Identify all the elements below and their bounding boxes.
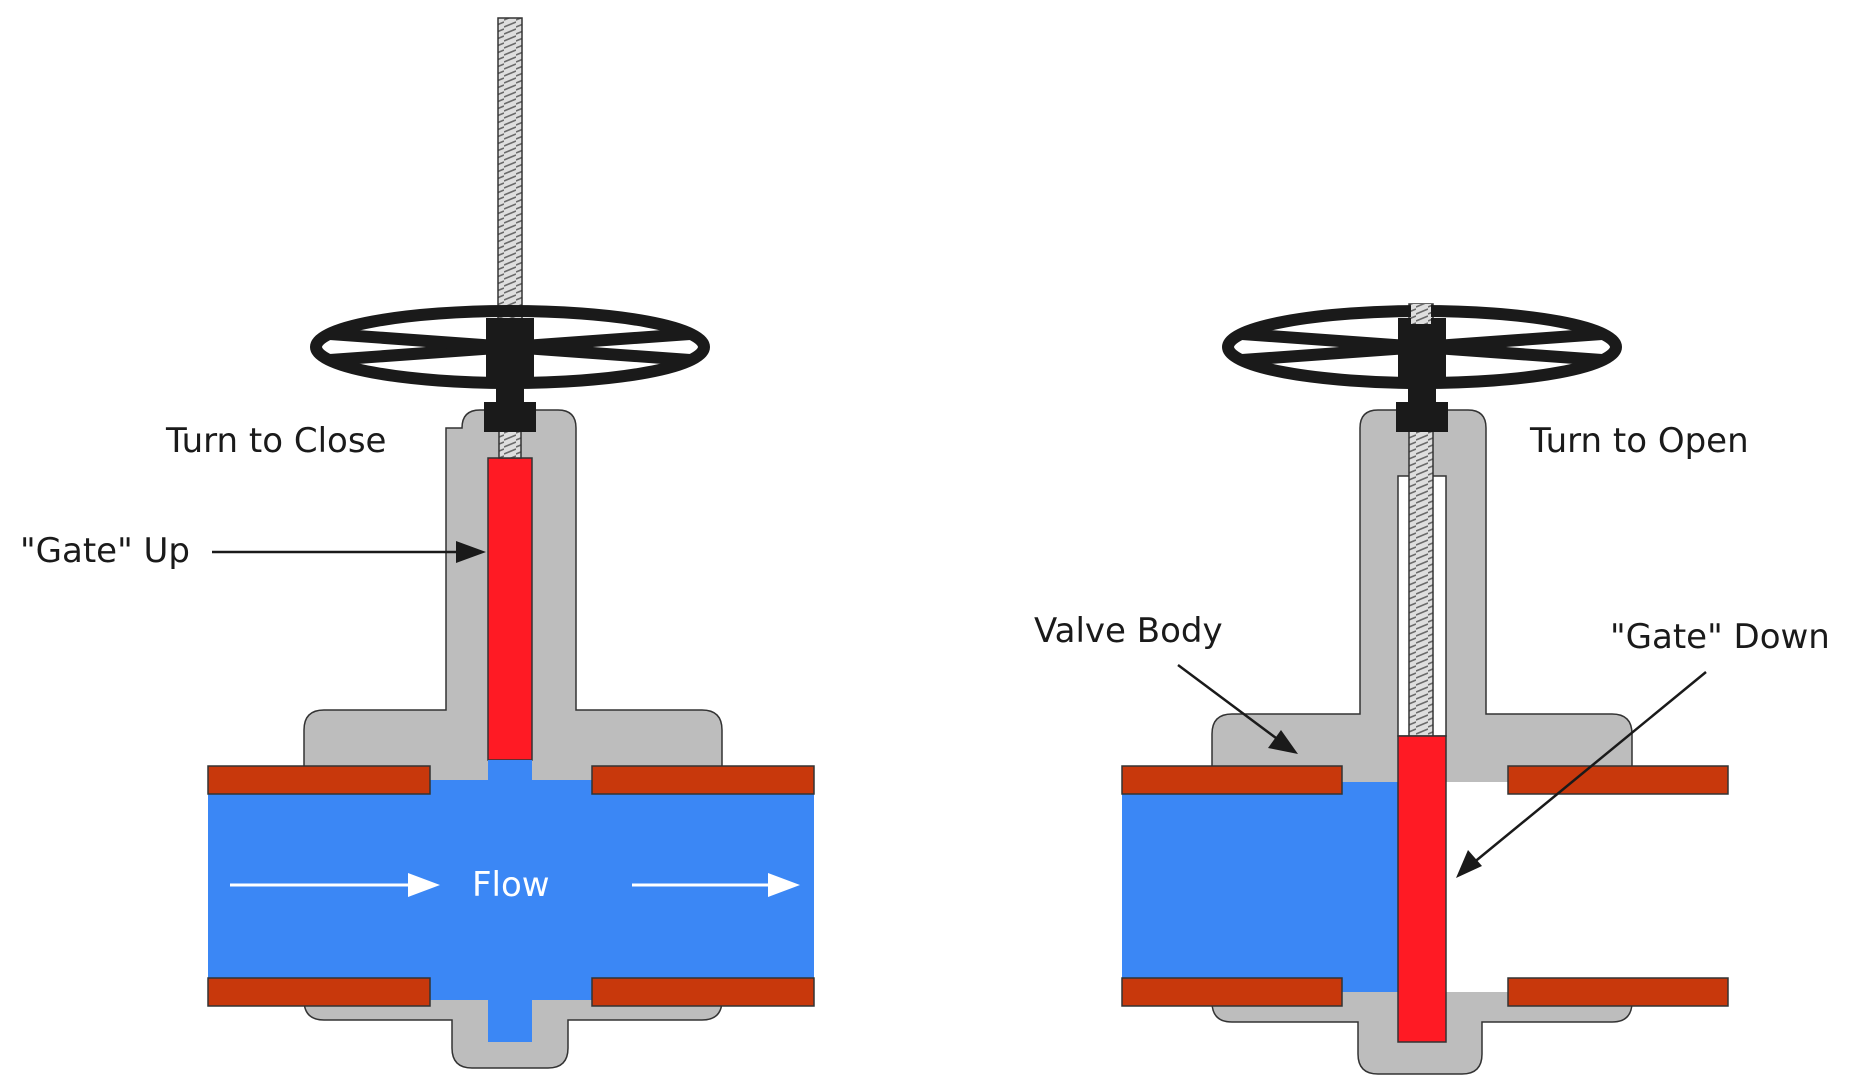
right-valve-closed: Turn to Open Valve Body "Gate" Down (1034, 303, 1830, 1075)
left-pipe-flange-bottom-left (207, 977, 431, 1007)
left-pipe-flange-bottom-right (591, 977, 815, 1007)
left-handwheel (310, 305, 710, 432)
right-pipe-flange-bottom-right (1507, 977, 1729, 1007)
left-flow-arrow-1 (230, 873, 440, 897)
left-pipe-flange-top-left (207, 765, 431, 795)
left-pipe-flange-top-right (591, 765, 815, 795)
valve-body-arrow (1177, 663, 1298, 754)
valve-body-label: Valve Body (1034, 611, 1223, 651)
right-handwheel (1222, 304, 1622, 432)
right-pipe-flange-top-right (1507, 765, 1729, 795)
right-water-upstream (1122, 782, 1402, 992)
gate-up-label: "Gate" Up (20, 531, 190, 571)
right-pipe-flange-top-left (1121, 765, 1343, 795)
right-gate-lowered (1397, 735, 1447, 1043)
flow-label: Flow (472, 865, 550, 905)
gate-down-arrow (1456, 671, 1707, 878)
gate-down-label: "Gate" Down (1610, 617, 1830, 657)
gate-up-arrow (212, 541, 486, 563)
turn-to-open-label: Turn to Open (1529, 421, 1749, 461)
left-gate-raised (487, 457, 533, 761)
right-pipe-flange-bottom-left (1121, 977, 1343, 1007)
left-valve-open: Turn to Close "Gate" Up Flow (20, 17, 815, 1069)
left-water-flow (208, 760, 814, 1042)
turn-to-close-label: Turn to Close (165, 421, 386, 461)
right-pipe-empty-section (1446, 782, 1726, 992)
left-stem-in-bonnet (498, 429, 522, 459)
left-flow-arrow-2 (632, 873, 800, 897)
